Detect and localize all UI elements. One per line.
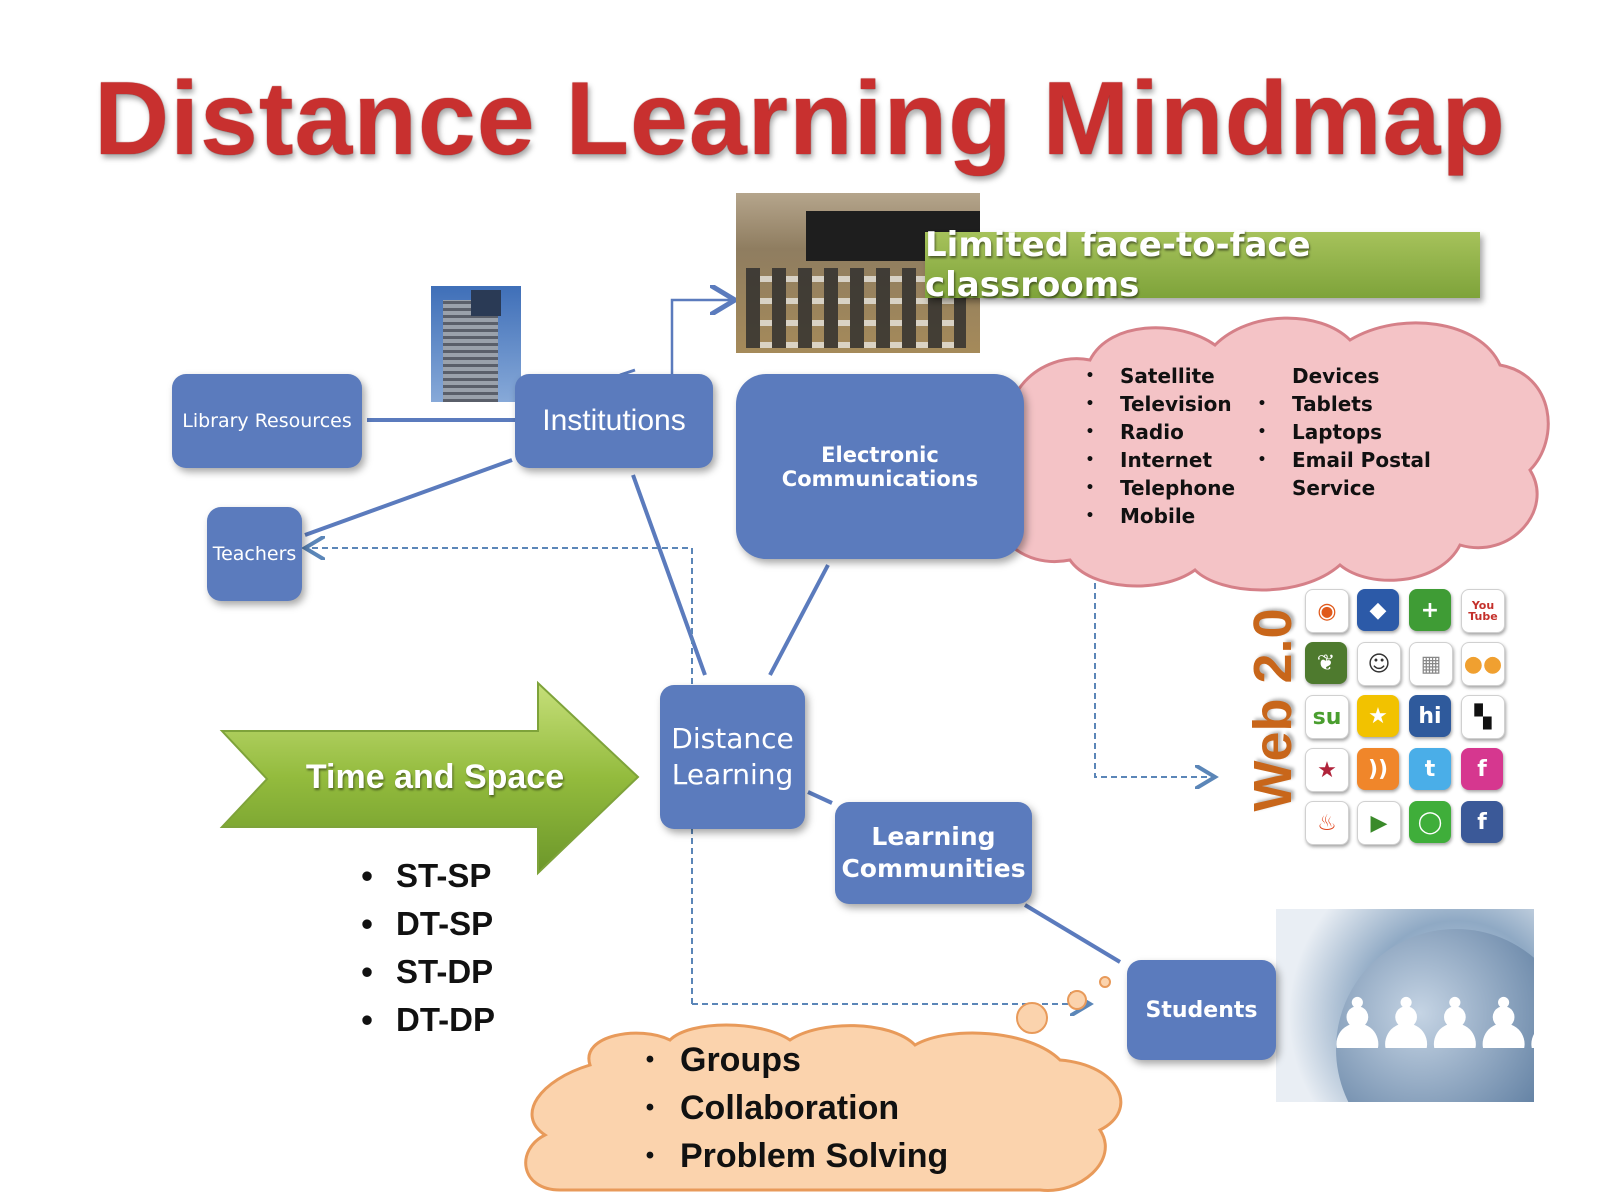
arrow-label: Time and Space [305,758,565,796]
list-item: •Satellite [1085,364,1215,388]
list-item: •ST-SP [361,857,492,894]
favorites-icon[interactable]: ★ [1357,695,1399,737]
sharing-icon[interactable]: ▦ [1409,642,1453,686]
node-institutions[interactable]: Institutions [515,374,713,468]
time-space-list: •ST-SP •DT-SP •ST-DP •DT-DP [338,852,495,1044]
node-distance-label: Distance Learning [671,722,794,791]
myspace-icon[interactable]: ◆ [1357,589,1399,631]
list-item: •Collaboration [645,1088,900,1127]
electronic-media-list: •Satellite •Television •Radio •Internet … [1060,362,1236,530]
line-distance-communities [807,790,833,805]
reddit-icon[interactable]: ☺ [1357,642,1401,686]
line-institutions-distance [631,474,707,676]
page-title: Distance Learning Mindmap [94,61,1506,177]
google-plus-icon[interactable]: + [1409,589,1451,631]
classroom-banner: Limited face-to-face classrooms [925,225,1480,305]
list-item: •ST-DP [361,953,494,990]
delicious-icon[interactable]: ▚ [1461,695,1505,739]
list-item: •DT-SP [361,905,494,942]
star-icon[interactable]: ★ [1305,748,1349,792]
list-item: •Radio [1085,420,1184,444]
node-distance-learning[interactable]: Distance Learning [660,685,805,829]
twitter-icon[interactable]: t [1409,748,1451,790]
youtube-icon[interactable]: You Tube [1461,589,1505,633]
node-electronic-label: Electronic Communications [781,442,979,491]
list-item: •Television [1085,392,1232,416]
play-icon[interactable]: ▶ [1357,801,1401,845]
rss-icon[interactable]: )) [1357,748,1399,790]
netvibes-icon[interactable]: ❦ [1305,642,1347,684]
list-item: •Telephone [1085,476,1236,500]
line-communities-students [1023,903,1122,964]
node-learning-communities[interactable]: Learning Communities [835,802,1032,904]
list-item: •Email Postal [1257,448,1431,472]
node-communities-label: Learning Communities [841,822,1026,883]
electronic-cloud [970,316,1550,592]
node-institutions-label: Institutions [542,404,686,437]
fire-icon[interactable]: ♨ [1305,801,1349,845]
node-teachers-label: Teachers [212,543,297,565]
line-electronic-distance [768,564,830,676]
list-item: •Laptops [1257,420,1383,444]
building-photo [431,286,521,402]
hi5-icon[interactable]: hi [1409,695,1451,737]
web20-label: Web 2.0 [1243,608,1303,812]
list-item: Devices [1292,364,1380,388]
list-item: •DT-DP [361,1001,495,1038]
node-teachers[interactable]: Teachers [207,507,302,601]
community-cloud [524,976,1123,1192]
chat-icon[interactable]: ◯ [1409,801,1451,843]
community-list: •Groups •Collaboration •Problem Solving [620,1036,948,1180]
node-library-resources[interactable]: Library Resources [172,374,362,468]
flickr-icon[interactable]: ●● [1461,642,1505,686]
node-electronic-communications[interactable]: Electronic Communications [736,374,1024,559]
facebook-pink-icon[interactable]: f [1461,748,1503,790]
list-item: •Mobile [1085,504,1196,528]
list-item: •Groups [645,1040,801,1079]
list-item: Service [1292,476,1376,500]
list-item: •Internet [1085,448,1213,472]
stumbleupon-icon[interactable]: su [1305,695,1349,739]
line-institutions-teachers [304,458,513,537]
arrow-institutions-classroom [670,300,735,375]
node-students[interactable]: Students [1127,960,1276,1060]
devices-list: Devices •Tablets •Laptops •Email Postal … [1232,362,1431,502]
students-photo: ♟♟♟♟♟♟ [1276,909,1534,1102]
mixx-icon[interactable]: ◉ [1305,589,1349,633]
time-space-arrow [219,680,640,876]
list-item: •Tablets [1257,392,1373,416]
node-students-label: Students [1145,997,1258,1023]
facebook-icon[interactable]: f [1461,801,1503,843]
dashed-electronic-web20 [1020,547,1215,777]
node-library-label: Library Resources [182,410,352,432]
dashed-teachers-students [305,548,693,1004]
list-item: •Problem Solving [645,1136,949,1175]
